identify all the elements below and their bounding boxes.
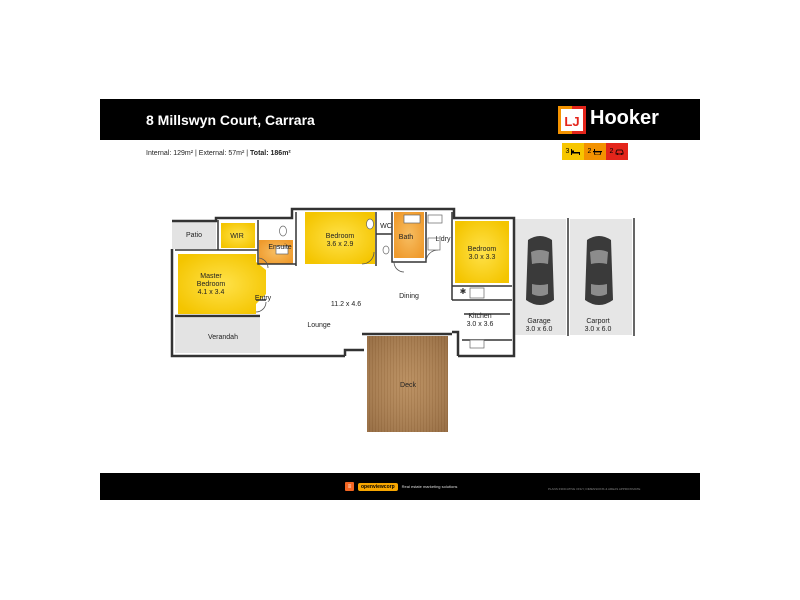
verandah-area [175, 318, 260, 353]
logo-brand-text: Hooker [590, 107, 659, 129]
master-bedroom-size: 4.1 x 3.4 [198, 289, 225, 296]
wc-label: WC [380, 223, 392, 230]
fridge-icon: ✱ [460, 287, 467, 296]
garage-car-icon [526, 236, 554, 305]
wir-label: WIR [230, 233, 244, 240]
garage-label: Garage [527, 318, 550, 325]
bedroom-2-size: 3.0 x 3.3 [469, 254, 496, 261]
patio-area [172, 221, 216, 249]
exterior-walls [170, 207, 516, 358]
bedroom-2-label: Bedroom [468, 246, 497, 253]
property-address: 8 Millswyn Court, Carrara [146, 112, 315, 128]
bedroom-1-area [305, 212, 375, 264]
laundry-label: L'dry [436, 236, 451, 243]
kitchen-size: 3.0 x 3.6 [467, 321, 494, 328]
area-total: Total: 186m² [250, 150, 291, 157]
bath-icon [593, 148, 603, 155]
kitchen-label: Kitchen [468, 313, 491, 320]
openview-tagline: Real estate marketing solutions [401, 484, 458, 489]
garage-size: 3.0 x 6.0 [526, 326, 553, 333]
lj-logo-icon: LJ [558, 106, 586, 134]
bath-label: Bath [399, 234, 414, 241]
property-features: 3 2 2 [562, 143, 628, 160]
footer-disclaimer: PLANS INDICATIVE ONLY; DIMENSIONS & AREA… [548, 487, 641, 491]
door-swings [255, 249, 439, 313]
bedroom-1-label: Bedroom [326, 233, 355, 240]
master-bedroom-label-2: Bedroom [197, 281, 226, 288]
entry-label: Entry [255, 295, 272, 302]
bed-icon [571, 148, 581, 155]
footer-bar [100, 473, 700, 500]
area-summary: Internal: 129m² | External: 57m² | Total… [146, 150, 291, 157]
master-bedroom-label-1: Master [200, 273, 222, 280]
openview-logo-icon: ≡ [345, 482, 354, 491]
cars-count: 2 [609, 148, 614, 155]
carport-car-icon [585, 236, 613, 305]
master-bedroom-area [178, 254, 266, 314]
patio-label: Patio [186, 232, 202, 239]
bedroom-1-size: 3.6 x 2.9 [327, 241, 354, 248]
area-breakdown: Internal: 129m² | External: 57m² | [146, 150, 249, 157]
dining-label: Dining [399, 293, 419, 300]
wir-area [221, 223, 255, 248]
deck-shading [367, 336, 448, 432]
carport-size: 3.0 x 6.0 [585, 326, 612, 333]
logo-mark-text: LJ [564, 114, 579, 129]
bathrooms-count: 2 [587, 148, 592, 155]
ensuite-label: Ensuite [268, 244, 291, 251]
openview-brand: openviewcorp [358, 482, 398, 491]
fixtures [275, 214, 485, 349]
bathrooms-badge: 2 [584, 143, 606, 160]
bedroom-2-area [455, 221, 509, 283]
bedrooms-badge: 3 [562, 143, 584, 160]
lounge-label: Lounge [307, 322, 330, 329]
car-icon [616, 149, 624, 155]
verandah-label: Verandah [208, 334, 238, 341]
carport-label: Carport [586, 318, 609, 325]
bedrooms-count: 3 [565, 148, 570, 155]
interior-walls [175, 212, 635, 341]
footer-brand: ≡ openviewcorp Real estate marketing sol… [345, 482, 457, 491]
deck-label: Deck [400, 382, 416, 389]
header-bar [100, 99, 700, 140]
cars-badge: 2 [606, 143, 628, 160]
living-size-label: 11.2 x 4.6 [331, 301, 361, 308]
